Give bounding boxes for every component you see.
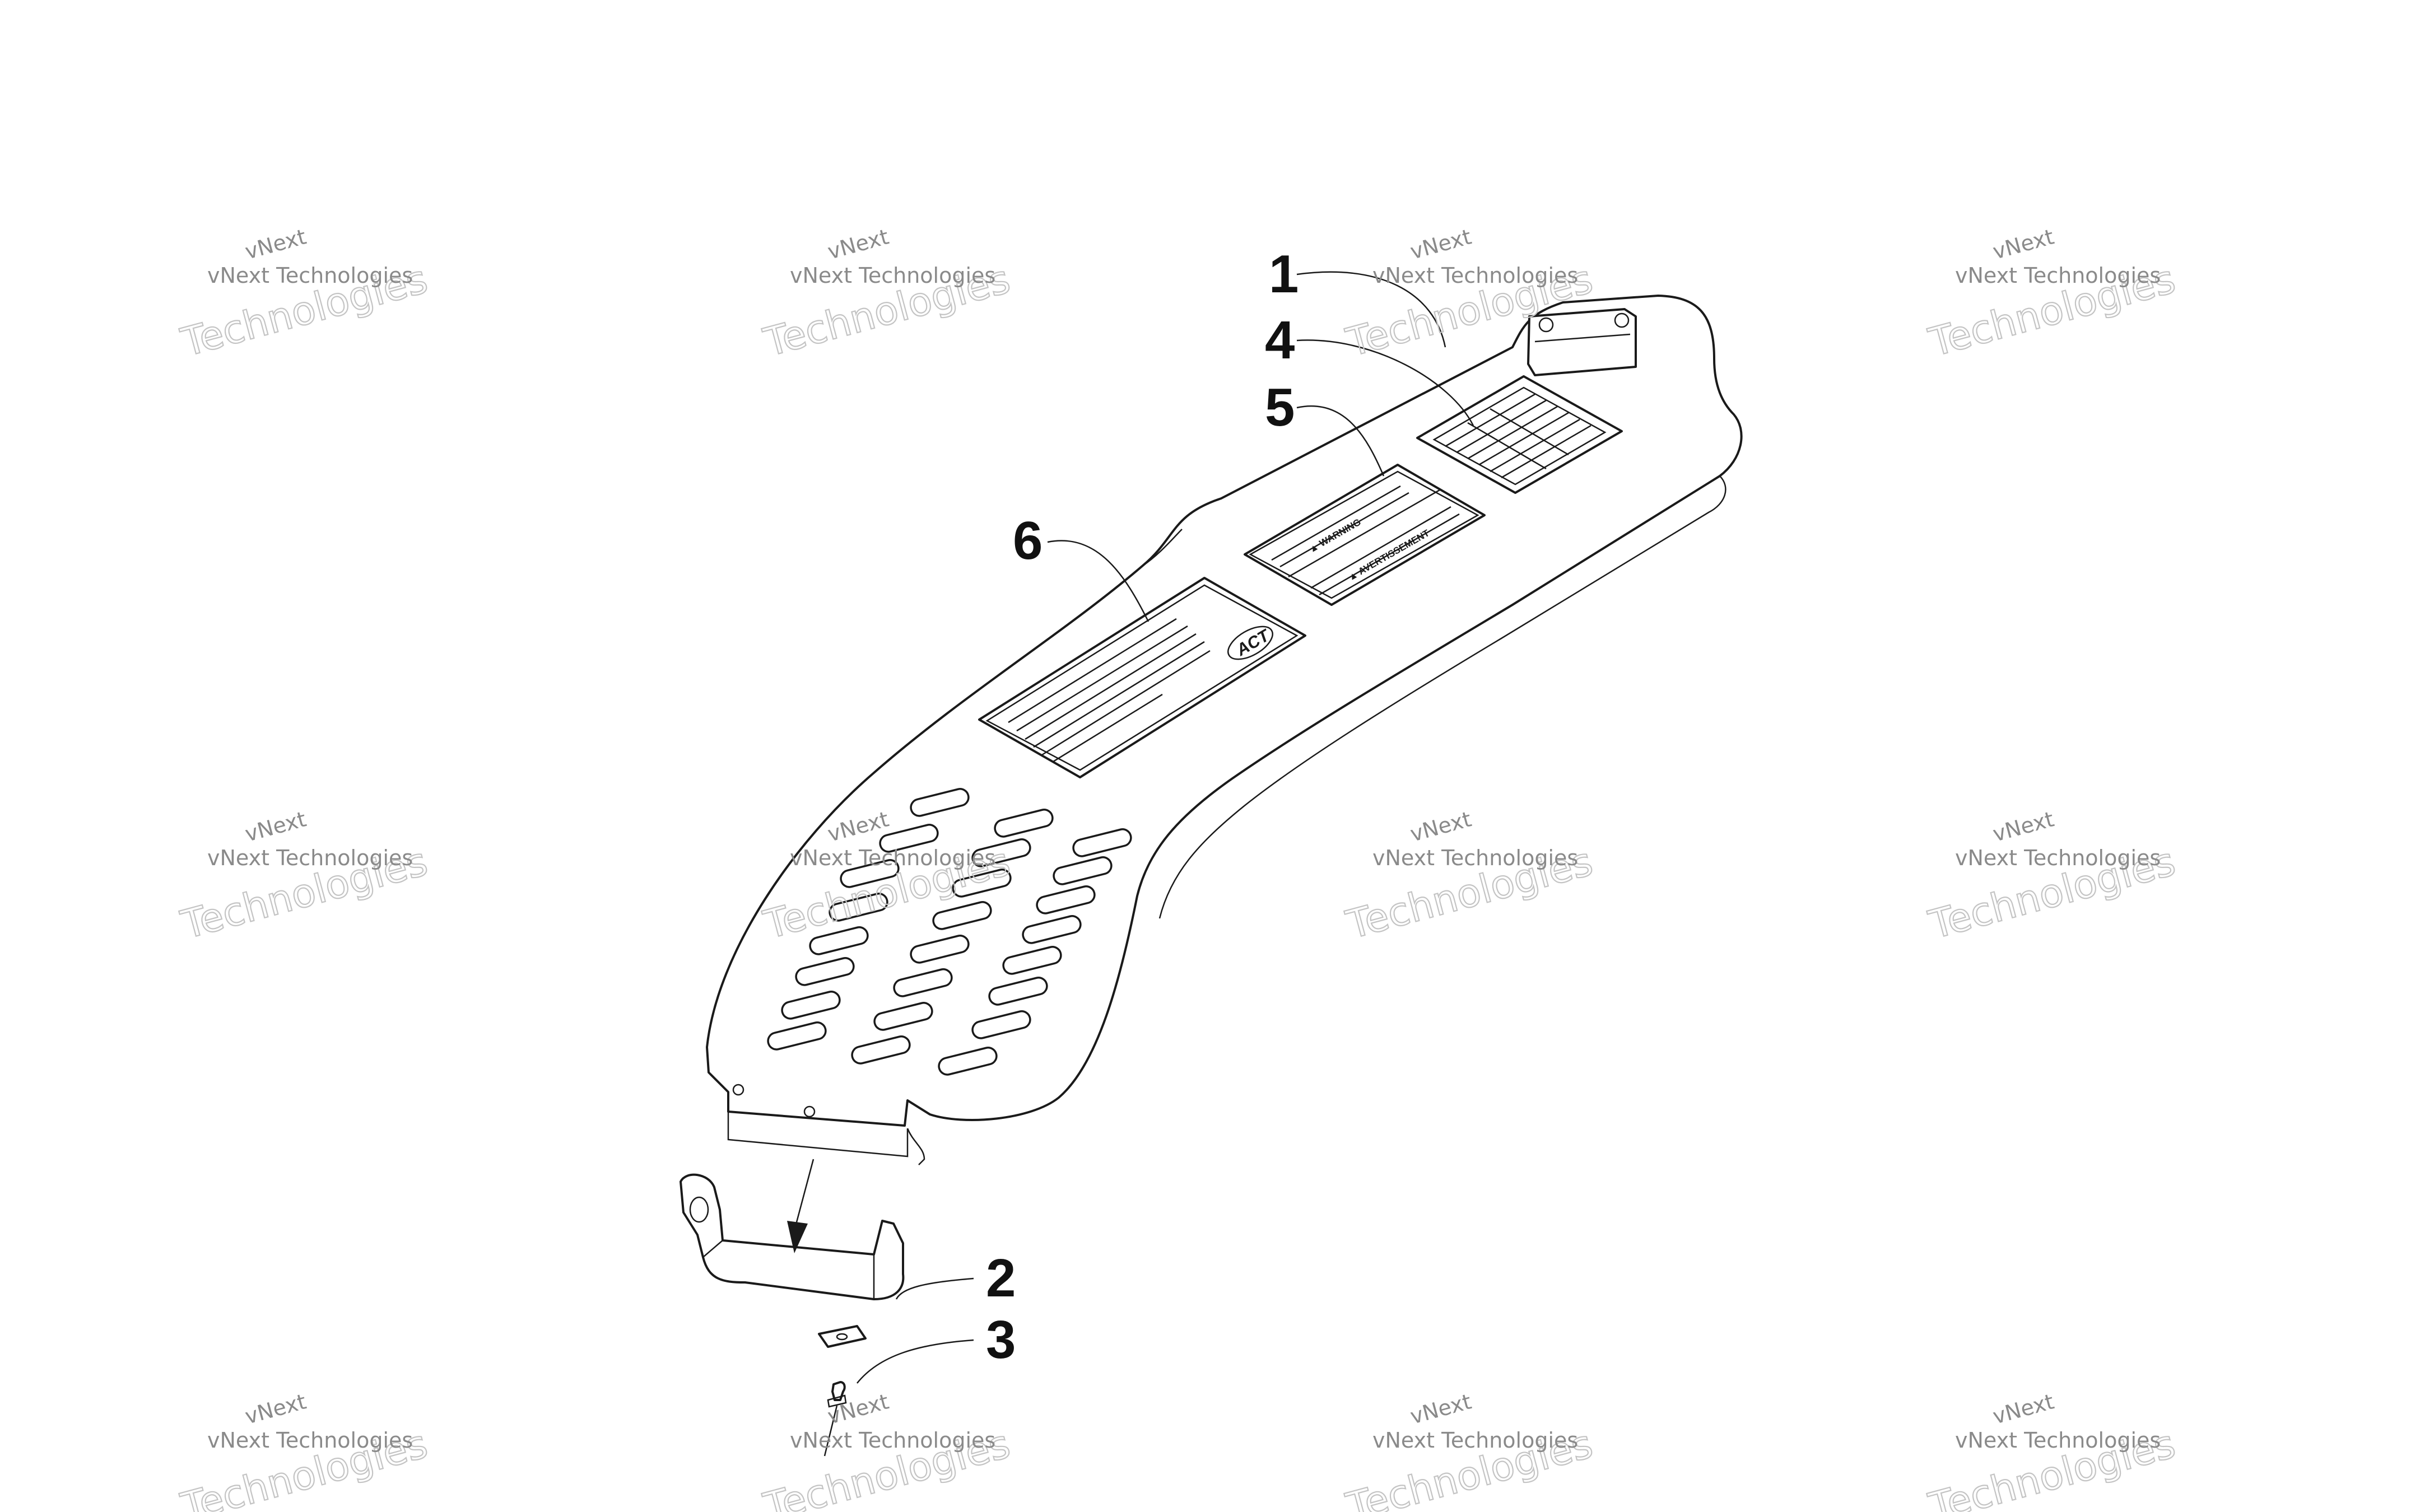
leader-3 [857,1339,974,1384]
svg-text:vNext: vNext [243,806,309,846]
bracket-part-2 [680,1173,905,1300]
leader-lines [857,271,1474,1384]
leader-6 [1047,540,1150,622]
svg-text:vNext: vNext [1990,224,2057,264]
svg-text:vNext: vNext [1990,1389,2057,1429]
leader-1 [1296,271,1446,348]
svg-text:vNext Technologies: vNext Technologies [207,1428,413,1453]
svg-text:vNext Technologies: vNext Technologies [790,1428,995,1453]
watermarks: vNext Technologies vNext Technologies vN… [176,224,2181,1512]
watermark: vNext Technologies vNext Technologies [1924,806,2181,949]
callout-5: 5 [1265,377,1295,437]
leader-4 [1296,339,1474,426]
svg-text:vNext Technologies: vNext Technologies [1372,1428,1578,1453]
callout-6: 6 [1013,511,1043,571]
svg-text:vNext: vNext [1990,806,2057,846]
svg-text:vNext Technologies: vNext Technologies [207,263,413,288]
watermark: vNext Technologies vNext Technologies [176,806,433,949]
svg-text:vNext: vNext [1408,224,1474,264]
svg-text:vNext Technologies: vNext Technologies [207,846,413,870]
watermark: vNext Technologies vNext Technologies [176,1389,433,1512]
vent-slots [767,788,1132,1076]
callout-3: 3 [986,1310,1016,1370]
callout-1: 1 [1269,244,1299,304]
watermark: vNext Technologies vNext Technologies [758,224,1016,366]
svg-text:vNext Technologies: vNext Technologies [1372,846,1578,870]
svg-text:vNext: vNext [243,224,309,264]
decal-4-grid [1416,375,1623,494]
svg-text:vNext: vNext [243,1389,309,1429]
watermark: vNext Technologies vNext Technologies [176,224,433,366]
watermark: vNext Technologies vNext Technologies [1341,806,1598,949]
decal-6-info-plate: ACT [978,577,1306,778]
callout-numbers: 1 4 5 6 2 3 [986,244,1299,1370]
leader-5 [1296,405,1385,477]
svg-text:vNext Technologies: vNext Technologies [1955,1428,2161,1453]
watermark: vNext Technologies vNext Technologies [1924,224,2181,366]
leader-2 [895,1277,974,1300]
watermark: vNext Technologies vNext Technologies [1341,1389,1598,1512]
svg-text:vNext Technologies: vNext Technologies [1955,846,2161,870]
decal-5-warning: ▲ WARNING ▲ AVERTISSEMENT [1244,464,1486,606]
watermark: vNext Technologies vNext Technologies [758,1389,1016,1512]
assembly-arrow [787,1159,815,1253]
svg-text:vNext: vNext [1408,1389,1474,1429]
svg-text:vNext: vNext [825,224,892,264]
svg-text:vNext Technologies: vNext Technologies [1372,263,1578,288]
callout-2: 2 [986,1248,1016,1308]
svg-text:vNext: vNext [1408,806,1474,846]
washer [818,1325,867,1348]
rivet-part-3 [823,1381,847,1457]
svg-text:vNext Technologies: vNext Technologies [790,846,995,870]
svg-text:vNext Technologies: vNext Technologies [790,263,995,288]
callout-4: 4 [1265,310,1295,370]
svg-text:vNext Technologies: vNext Technologies [1955,263,2161,288]
watermark: vNext Technologies vNext Technologies [1924,1389,2181,1512]
